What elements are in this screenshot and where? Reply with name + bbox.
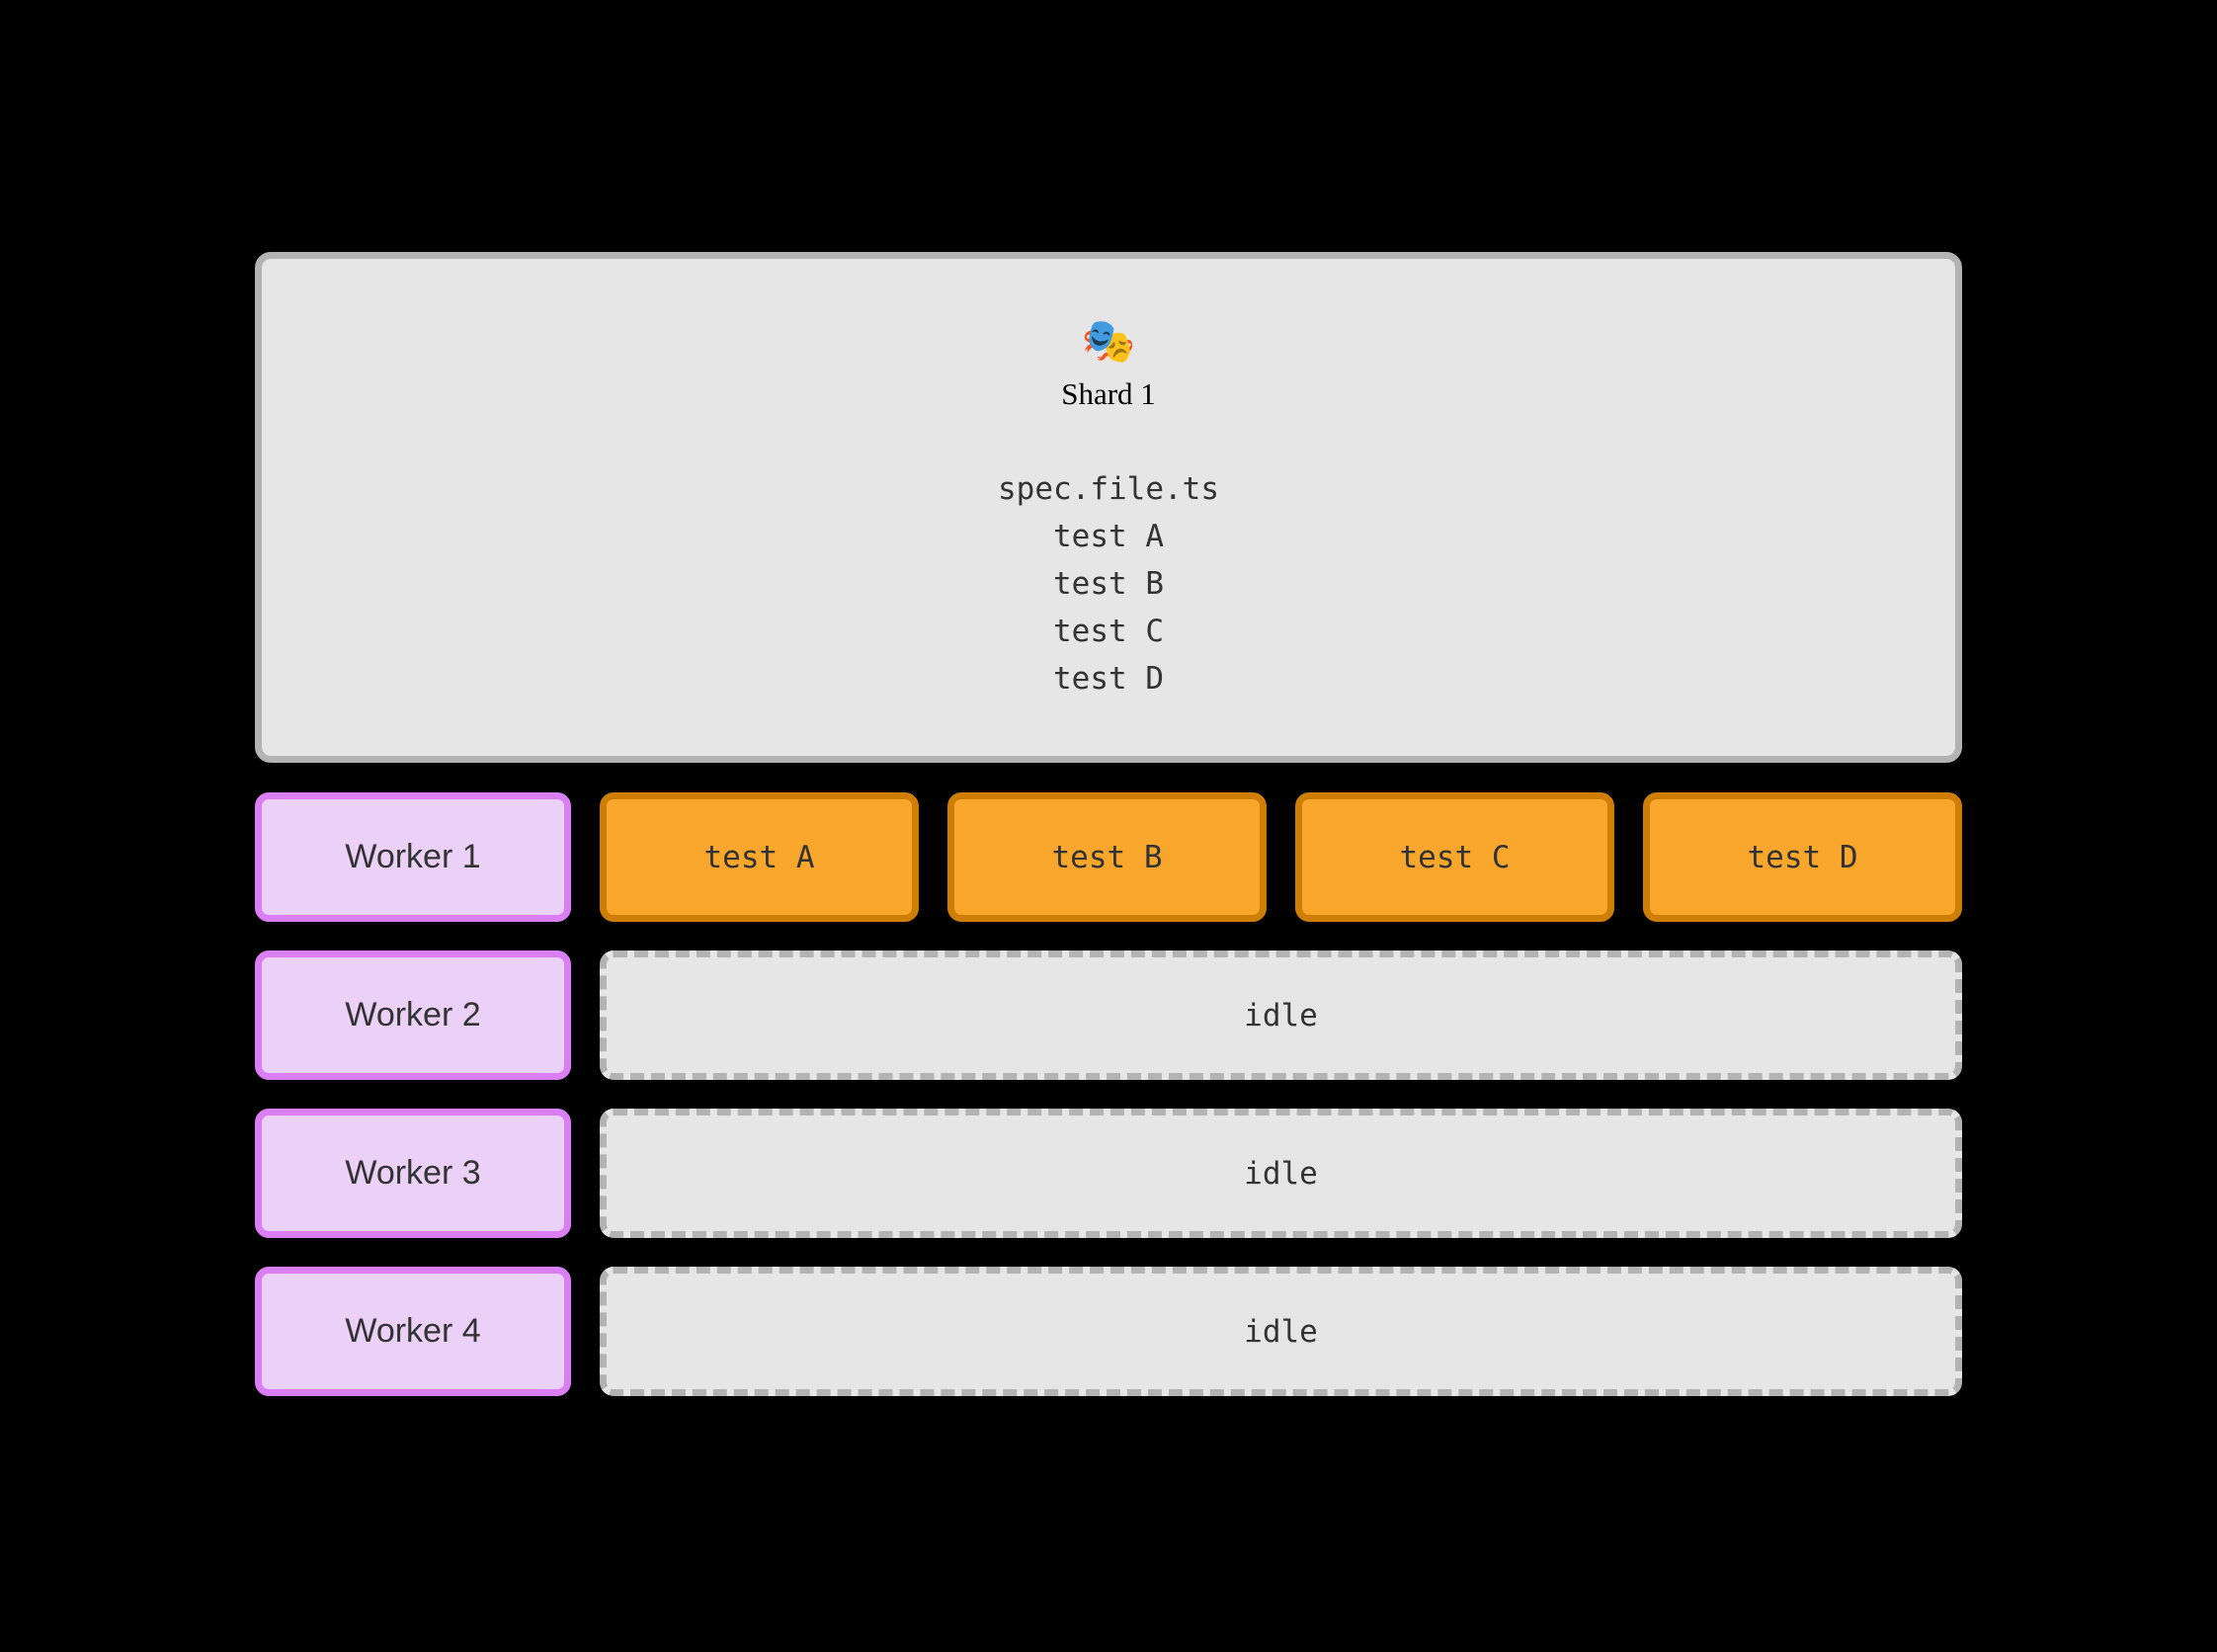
task-box-test-a: test A [600,792,919,922]
task-box-test-d: test D [1643,792,1962,922]
shard-title: Shard 1 [1061,375,1156,411]
worker-1-box: Worker 1 [255,792,571,922]
worker-4-box: Worker 4 [255,1267,571,1396]
shard-test-item-d: test D [1053,660,1164,697]
worker-1-row: Worker 1 test A test B test C test D [255,792,1962,922]
shard-test-item-b: test B [1053,565,1164,602]
worker-3-box: Worker 3 [255,1109,571,1238]
worker-3-idle-box: idle [600,1109,1962,1238]
shard-test-item-c: test C [1053,613,1164,649]
shard-test-item-a: test A [1053,518,1164,554]
worker-2-row: Worker 2 idle [255,950,1962,1080]
shard-panel: 🎭 Shard 1 spec.file.ts test A test B tes… [255,252,1962,763]
worker-4-row: Worker 4 idle [255,1267,1962,1396]
worker-4-idle-box: idle [600,1267,1962,1396]
worker-2-idle-box: idle [600,950,1962,1080]
performing-arts-masks-icon: 🎭 [1081,316,1136,366]
worker-1-tasks: test A test B test C test D [600,792,1962,922]
worker-rows: Worker 1 test A test B test C test D Wor… [255,792,1962,1398]
worker-3-row: Worker 3 idle [255,1109,1962,1238]
task-box-test-b: test B [947,792,1267,922]
spec-file-name: spec.file.ts [998,470,1219,507]
worker-2-box: Worker 2 [255,950,571,1080]
task-box-test-c: test C [1295,792,1614,922]
